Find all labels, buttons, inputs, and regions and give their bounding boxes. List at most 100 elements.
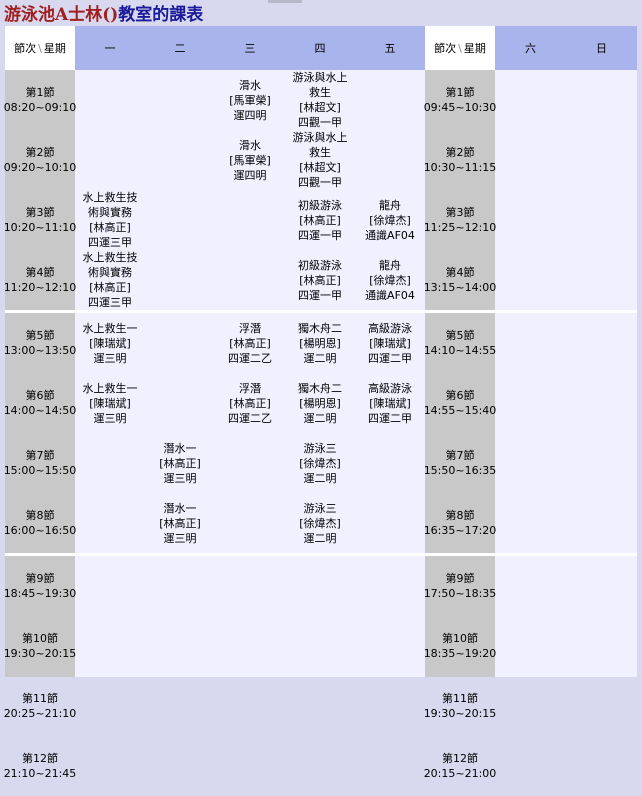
lesson-line: [陳瑞斌] (89, 336, 131, 350)
lesson-cell: 浮潛[林高正]四運二乙 (215, 313, 285, 373)
lesson-line: 水上救生一 (82, 381, 138, 395)
period-time: 09:20~10:10 (3, 161, 77, 174)
lesson-cell: 獨木舟二[楊明恩]運二明 (285, 373, 355, 433)
period-time: 14:10~14:55 (423, 344, 497, 357)
period-name: 第12節 (442, 752, 478, 765)
lesson-line: 救生 (309, 146, 331, 159)
lesson-line: 龍舟 (379, 258, 401, 272)
day-header-thu: 四 (285, 26, 355, 70)
period-cell: 第2節 10:30~11:15 (423, 130, 497, 190)
period-name: 第5節 (25, 329, 55, 342)
lesson-line: 四運三甲 (88, 296, 132, 309)
period-cell: 第5節 14:10~14:55 (423, 313, 497, 373)
period-name: 第11節 (22, 692, 58, 705)
period-name: 第2節 (25, 146, 55, 159)
period-name: 第2節 (445, 146, 475, 159)
lesson-line: 水上救生一 (82, 321, 138, 335)
period-name: 第1節 (25, 86, 55, 99)
period-name: 第10節 (22, 632, 58, 645)
period-time: 16:00~16:50 (3, 524, 77, 537)
period-time: 19:30~20:15 (3, 647, 77, 660)
lesson-line: [徐煒杰] (299, 456, 341, 470)
period-time: 18:45~19:30 (3, 587, 77, 600)
lesson-line: 浮潛 (239, 381, 261, 395)
period-time: 19:30~20:15 (423, 707, 497, 720)
lesson-line: [林高正] (89, 221, 131, 234)
lesson-line: 水上救生技 (82, 251, 138, 264)
lesson-line: [林高正] (159, 456, 201, 470)
lesson-line: 四運二乙 (228, 351, 272, 365)
lesson-cell: 潛水一[林高正]運三明 (145, 433, 215, 493)
lesson-line: [楊明恩] (299, 396, 341, 410)
lesson-line: 四觀一甲 (298, 176, 342, 189)
period-cell: 第12節 20:15~21:00 (423, 736, 497, 796)
header-slash: \ (458, 41, 462, 55)
lesson-line: 獨木舟二 (298, 381, 342, 395)
lesson-cell: 滑水[馬軍榮]運四明 (215, 70, 285, 130)
lesson-line: 浮潛 (239, 321, 261, 335)
lesson-cell: 浮潛[林高正]四運二乙 (215, 373, 285, 433)
title-suffix: 教室的課表 (118, 5, 204, 25)
day-header-tue: 二 (145, 26, 215, 70)
lesson-line: 運三明 (93, 351, 127, 365)
day-header-sun: 日 (566, 26, 637, 70)
lesson-line: 潛水一 (163, 501, 197, 515)
period-name: 第3節 (25, 206, 55, 219)
lesson-cell: 初級游泳[林高正]四運一甲 (285, 250, 355, 310)
period-name: 第3節 (445, 206, 475, 219)
period-name: 第12節 (22, 752, 58, 765)
lesson-cell: 游泳與水上救生[林超文]四觀一甲 (285, 70, 355, 130)
lesson-line: 四運二甲 (368, 411, 412, 425)
lesson-line: 四運二乙 (228, 411, 272, 425)
lesson-cell: 高級游泳[陳瑞斌]四運二甲 (355, 313, 425, 373)
lesson-line: [林高正] (229, 396, 271, 410)
lesson-line: 水上救生技 (82, 191, 138, 204)
lesson-cell: 水上救生技術與實務[林高正]四運三甲 (75, 190, 145, 250)
lesson-cell: 游泳三[徐煒杰]運二明 (285, 433, 355, 493)
period-cell: 第1節 09:45~10:30 (423, 70, 497, 130)
period-time: 11:25~12:10 (423, 221, 497, 234)
header-slash: \ (38, 41, 42, 55)
period-name: 第7節 (25, 449, 55, 462)
period-name: 第4節 (25, 266, 55, 279)
lesson-line: [林高正] (299, 213, 341, 227)
period-name: 第1節 (445, 86, 475, 99)
lesson-cell: 龍舟[徐煒杰]通識AF04 (355, 250, 425, 310)
lesson-line: 游泳三 (303, 501, 337, 515)
lesson-cell: 水上救生一[陳瑞斌]運三明 (75, 313, 145, 373)
lesson-line: 高級游泳 (368, 381, 412, 395)
lesson-line: [陳瑞斌] (89, 396, 131, 410)
period-time: 18:35~19:20 (423, 647, 497, 660)
period-name: 第8節 (25, 509, 55, 522)
lesson-line: 滑水 (239, 138, 261, 152)
lesson-line: 術與實務 (88, 266, 132, 279)
lesson-line: [馬軍榮] (229, 93, 271, 107)
lesson-line: 通識AF04 (365, 288, 415, 302)
lesson-line: 高級游泳 (368, 321, 412, 335)
period-name: 第5節 (445, 329, 475, 342)
period-name: 第7節 (445, 449, 475, 462)
lesson-cell: 水上救生一[陳瑞斌]運三明 (75, 373, 145, 433)
scroll-thumb[interactable] (268, 0, 302, 3)
period-time: 10:30~11:15 (423, 161, 497, 174)
period-cell: 第8節 16:00~16:50 (3, 493, 77, 553)
lesson-line: 四運一甲 (298, 288, 342, 302)
period-cell: 第10節 19:30~20:15 (3, 616, 77, 676)
lesson-line: 游泳三 (303, 441, 337, 455)
lesson-line: [徐煒杰] (299, 516, 341, 530)
lesson-cell: 游泳與水上救生[林超文]四觀一甲 (285, 130, 355, 190)
lesson-line: 救生 (309, 86, 331, 99)
lesson-line: [陳瑞斌] (369, 396, 411, 410)
period-time: 17:50~18:35 (423, 587, 497, 600)
lesson-line: 運四明 (233, 168, 267, 182)
period-time: 09:45~10:30 (423, 101, 497, 114)
period-time: 20:15~21:00 (423, 767, 497, 780)
lesson-cell: 潛水一[林高正]運三明 (145, 493, 215, 553)
